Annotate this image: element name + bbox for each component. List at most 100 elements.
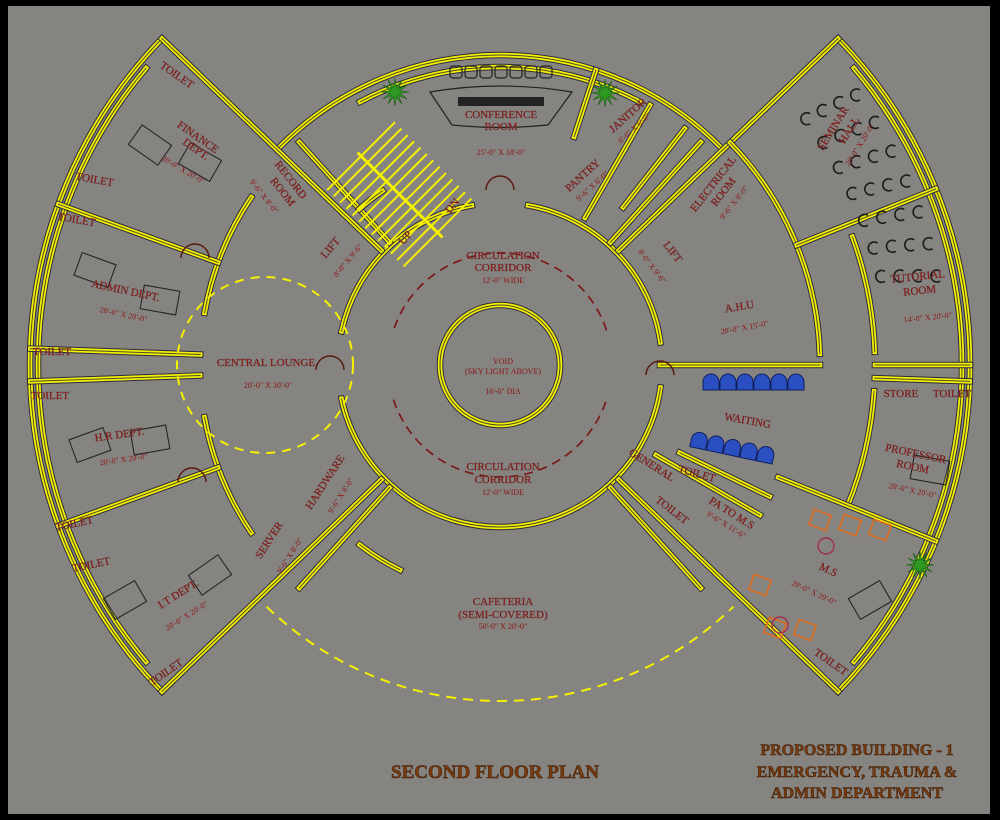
cafeteria-dim: 50'-0" X 20'-0" <box>479 622 528 631</box>
conference-dim: 25'-0" X 18'-0" <box>477 148 526 157</box>
title-block-line-1: PROPOSED BUILDING - 1 <box>760 742 953 759</box>
void-label: VOID <box>493 357 513 366</box>
corridor-bottom-label-2: CORRIDOR <box>475 474 533 486</box>
waiting-seat-icon <box>736 373 754 391</box>
seminar-chair-icon <box>868 115 880 130</box>
wall-core <box>796 188 937 246</box>
desk <box>68 426 112 464</box>
toilet-label: TOILET <box>933 388 972 400</box>
store-label: STORE <box>884 388 919 400</box>
wall-core <box>573 69 597 138</box>
door-swing-icon <box>180 243 210 259</box>
wall-core <box>609 486 702 589</box>
desk <box>847 579 893 621</box>
void-label-2: (SKY LIGHT ABOVE) <box>465 367 541 376</box>
seminar-chair-icon <box>867 149 879 164</box>
tutorial-label: TUTORIAL <box>890 268 946 286</box>
lounge-boundary <box>176 276 354 454</box>
door-swing-icon <box>177 467 207 483</box>
seminar-chair-icon <box>893 269 904 283</box>
seminar-chair-icon <box>912 205 923 219</box>
wall-core <box>340 386 661 528</box>
wall-core <box>298 141 391 244</box>
chair-icon <box>539 65 553 79</box>
wall-core <box>161 37 383 252</box>
wall-core <box>847 390 875 507</box>
wall-core <box>298 486 391 589</box>
plant-icon <box>380 77 410 107</box>
seminar-chair-icon <box>851 122 862 136</box>
seminar-chair-icon <box>867 241 878 255</box>
walls <box>26 33 974 702</box>
seminar-chair-icon <box>885 239 897 254</box>
side-table-icon <box>771 616 789 634</box>
seminar-chair-icon <box>816 103 828 118</box>
desk <box>177 141 223 183</box>
chair-icon <box>494 65 508 79</box>
seminar-chair-icon <box>930 269 941 283</box>
seminar-chair-icon <box>922 236 933 251</box>
waiting-seat-icon <box>770 373 788 391</box>
cafeteria-label: CAFETERIA <box>473 596 534 608</box>
wall-core <box>617 478 839 693</box>
desk <box>909 454 951 486</box>
corridor-top-label-2: CORRIDOR <box>475 262 533 274</box>
seminar-chair-icon <box>800 111 811 126</box>
wall-core <box>777 476 937 542</box>
wall-core <box>29 348 201 356</box>
seminar-chair-icon <box>846 186 857 201</box>
desk <box>102 579 148 621</box>
cafeteria-label-2: (SEMI-COVERED) <box>458 609 548 621</box>
ahu-label: A.H.U <box>724 299 755 316</box>
title-block-line-3: ADMIN DEPARTMENT <box>771 785 943 802</box>
drawing-title: SECOND FLOOR PLAN <box>391 762 599 783</box>
waiting-seat-row <box>689 431 775 465</box>
corridor-boundary <box>392 399 608 478</box>
wall-core <box>439 304 561 426</box>
waiting-seat-icon <box>739 442 758 462</box>
wall-core <box>161 478 383 693</box>
door-swing-icon <box>645 360 675 376</box>
lounge-label: CENTRAL LOUNGE <box>217 357 316 369</box>
wall-core <box>203 196 252 314</box>
corridor-top-label: CIRCULATION <box>466 250 539 262</box>
wall-core <box>358 543 401 571</box>
desk <box>73 251 117 289</box>
plant-icon <box>590 78 620 108</box>
corridor-bottom-label: CIRCULATION <box>466 461 539 473</box>
wall-core <box>340 204 473 332</box>
seminar-chair-icon <box>849 88 861 102</box>
sofa-icon <box>867 518 893 542</box>
furniture <box>68 65 951 642</box>
seminar-chair-icon <box>832 160 844 175</box>
title-block: PROPOSED BUILDING - 1 EMERGENCY, TRAUMA … <box>757 742 958 803</box>
seminar-chair-icon <box>857 213 869 228</box>
waiting-seat-icon <box>753 373 771 391</box>
wall-core <box>29 37 163 693</box>
wall-core <box>57 466 219 527</box>
toilet-label: TOILET <box>33 346 72 358</box>
door-swing-icon <box>485 175 515 191</box>
table-decor <box>458 97 544 106</box>
wall-core <box>29 374 201 382</box>
seminar-chair-icon <box>885 144 896 158</box>
staircase <box>326 121 473 268</box>
sofa-icon <box>792 618 818 642</box>
conference-label-2: ROOM <box>484 121 517 133</box>
seminar-chair-icon <box>850 154 861 169</box>
seminar-chair-icon <box>882 178 893 192</box>
title-block-line-2: EMERGENCY, TRAUMA & <box>757 764 957 781</box>
tutorial-label-2: ROOM <box>903 283 937 298</box>
waiting-seat-icon <box>705 435 725 455</box>
chair-icon <box>524 65 538 79</box>
toilet-label: TOILET <box>31 390 70 402</box>
seminar-chair-icon <box>875 210 887 225</box>
conference-label: CONFERENCE <box>465 109 537 121</box>
wall-core <box>851 236 876 353</box>
seminar-chair-icon <box>833 95 844 110</box>
seminar-chair-icon <box>875 269 886 284</box>
wall-core <box>276 54 724 151</box>
waiting-seat-icon <box>787 373 805 391</box>
waiting-seat-icon <box>722 439 742 458</box>
